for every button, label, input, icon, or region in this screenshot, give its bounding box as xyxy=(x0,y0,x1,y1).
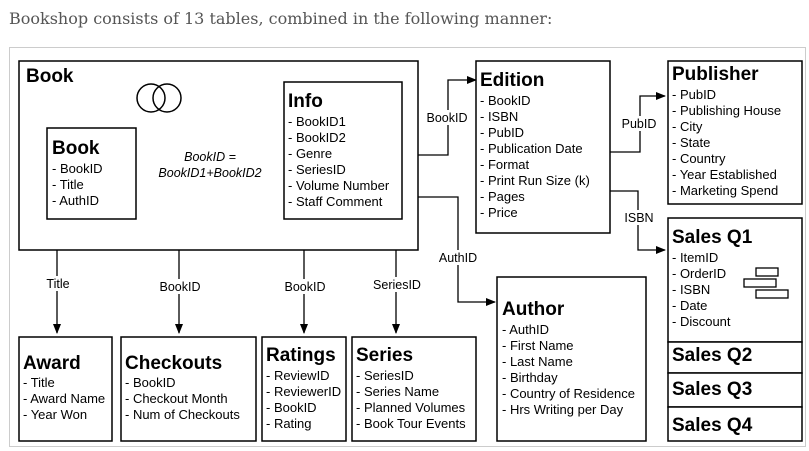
info-field: - Genre xyxy=(288,146,332,161)
checkouts-field: - BookID xyxy=(125,375,176,390)
link-label-edition-publisher: PubID xyxy=(622,117,657,131)
publisher-field: - Country xyxy=(672,151,726,166)
ratings-field: - Rating xyxy=(266,416,312,431)
edition-field: - ISBN xyxy=(480,109,518,124)
table-sales-q2: Sales Q2 xyxy=(667,341,803,374)
table-book: Book - BookID - Title - AuthID xyxy=(46,127,137,220)
publisher-field: - State xyxy=(672,135,710,150)
table-award: Award - Title - Award Name - Year Won xyxy=(18,336,113,442)
author-field: - Birthday xyxy=(502,370,558,385)
checkouts-field: - Num of Checkouts xyxy=(125,407,240,422)
link-label-book-author: AuthID xyxy=(439,251,477,265)
publisher-field: - PubID xyxy=(672,87,716,102)
edition-field: - Pages xyxy=(480,189,525,204)
arrow-book-author xyxy=(418,196,496,306)
link-label-book-edition: BookID xyxy=(427,111,468,125)
author-field: - Country of Residence xyxy=(502,386,635,401)
series-field: - SeriesID xyxy=(356,368,414,383)
diagram-frame xyxy=(9,47,806,447)
edition-title: Edition xyxy=(480,70,544,91)
series-field: - Series Name xyxy=(356,384,439,399)
publisher-title: Publisher xyxy=(672,64,759,85)
ratings-title: Ratings xyxy=(266,345,336,366)
edition-field: - Print Run Size (k) xyxy=(480,173,590,188)
sales-q1-field: - ISBN xyxy=(672,282,710,297)
publisher-field: - City xyxy=(672,119,703,134)
sales-q3-title: Sales Q3 xyxy=(672,379,752,400)
edition-field: - BookID xyxy=(480,93,531,108)
join-note-line1: BookID = xyxy=(184,150,236,164)
info-field: - Staff Comment xyxy=(288,194,383,209)
author-field: - AuthID xyxy=(502,322,549,337)
sales-q1-field: - OrderID xyxy=(672,266,726,281)
table-publisher: Publisher - PubID - Publishing House - C… xyxy=(667,60,803,205)
table-edition: Edition - BookID - ISBN - PubID - Public… xyxy=(475,60,611,234)
table-series: Series - SeriesID - Series Name - Planne… xyxy=(351,336,477,442)
ratings-field: - BookID xyxy=(266,400,317,415)
publisher-field: - Marketing Spend xyxy=(672,183,778,198)
link-label-edition-sales: ISBN xyxy=(624,211,653,225)
info-field: - BookID1 xyxy=(288,114,346,129)
table-ratings: Ratings - ReviewID - ReviewerID - BookID… xyxy=(261,336,347,442)
book-outer-title: Book xyxy=(26,66,74,87)
sales-q1-field: - Discount xyxy=(672,314,731,329)
link-label-book-series: SeriesID xyxy=(373,278,421,292)
award-field: - Title xyxy=(23,375,55,390)
book-title: Book xyxy=(52,138,100,159)
award-field: - Year Won xyxy=(23,407,87,422)
author-title: Author xyxy=(502,299,565,320)
book-field: - BookID xyxy=(52,161,103,176)
award-title: Award xyxy=(23,353,81,374)
table-author: Author - AuthID - First Name - Last Name… xyxy=(496,276,647,442)
series-field: - Planned Volumes xyxy=(356,400,466,415)
sales-q4-title: Sales Q4 xyxy=(672,415,753,436)
link-label-book-checkouts: BookID xyxy=(160,280,201,294)
table-info: Info - BookID1 - BookID2 - Genre - Serie… xyxy=(283,81,403,220)
table-sales-q4: Sales Q4 xyxy=(667,406,803,442)
page-caption: Bookshop consists of 13 tables, combined… xyxy=(9,9,553,28)
author-field: - Last Name xyxy=(502,354,573,369)
link-labels: BookID PubID ISBN AuthID Title BookID Bo… xyxy=(42,110,660,294)
info-field: - Volume Number xyxy=(288,178,390,193)
series-field: - Book Tour Events xyxy=(356,416,466,431)
sales-q1-field: - Date xyxy=(672,298,707,313)
table-sales-q3: Sales Q3 xyxy=(667,372,803,408)
edition-field: - Format xyxy=(480,157,530,172)
series-title: Series xyxy=(356,345,413,366)
info-title: Info xyxy=(288,91,323,112)
publisher-field: - Year Established xyxy=(672,167,777,182)
stacked-rectangles-icon xyxy=(743,267,789,299)
table-sales-q1: Sales Q1 - ItemID - OrderID - ISBN - Dat… xyxy=(667,217,803,343)
author-field: - Hrs Writing per Day xyxy=(502,402,624,417)
info-field: - BookID2 xyxy=(288,130,346,145)
venn-circles-icon xyxy=(136,83,182,113)
join-note-line2: BookID1+BookID2 xyxy=(158,166,261,180)
ratings-field: - ReviewID xyxy=(266,368,330,383)
edition-field: - PubID xyxy=(480,125,524,140)
book-field: - Title xyxy=(52,177,84,192)
edition-field: - Publication Date xyxy=(480,141,583,156)
publisher-field: - Publishing House xyxy=(672,103,781,118)
link-label-book-ratings: BookID xyxy=(285,280,326,294)
sales-q1-field: - ItemID xyxy=(672,250,718,265)
table-checkouts: Checkouts - BookID - Checkout Month - Nu… xyxy=(120,336,257,442)
edition-field: - Price xyxy=(480,205,518,220)
checkouts-title: Checkouts xyxy=(125,353,222,374)
ratings-field: - ReviewerID xyxy=(266,384,341,399)
book-field: - AuthID xyxy=(52,193,99,208)
sales-q1-title: Sales Q1 xyxy=(672,227,753,248)
award-field: - Award Name xyxy=(23,391,105,406)
checkouts-field: - Checkout Month xyxy=(125,391,228,406)
sales-q2-title: Sales Q2 xyxy=(672,345,752,366)
link-label-book-award: Title xyxy=(46,277,69,291)
info-field: - SeriesID xyxy=(288,162,346,177)
author-field: - First Name xyxy=(502,338,574,353)
